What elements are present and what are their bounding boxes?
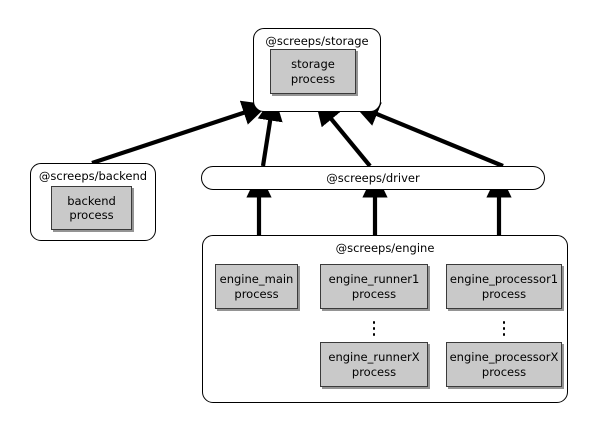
process-engine-runnerX-line1: engine_runnerX: [328, 350, 420, 364]
process-storage-line1: storage: [291, 57, 335, 71]
process-engine-main[interactable]: engine_main process: [215, 264, 298, 309]
process-engine-main-line2: process: [234, 286, 279, 301]
arrow-driver-right-to-storage: [352, 102, 504, 168]
processor-ellipsis-icon: [498, 318, 510, 336]
process-engine-processor1-line2: process: [481, 286, 527, 301]
process-backend[interactable]: backend process: [51, 186, 132, 230]
process-engine-processor1-line1: engine_processor1: [449, 272, 559, 286]
process-engine-runner1-line2: process: [351, 286, 397, 301]
package-storage-label: @screeps/storage: [265, 34, 369, 48]
process-engine-main-line1: engine_main: [219, 272, 294, 286]
package-driver-label: @screeps/driver: [326, 171, 420, 185]
package-engine[interactable]: @screeps/engine engine_main process engi…: [202, 235, 568, 403]
package-backend[interactable]: @screeps/backend backend process: [30, 163, 156, 241]
process-backend-line1: backend: [67, 193, 116, 208]
runner-ellipsis-icon: [368, 318, 380, 336]
arrow-backend-to-storage: [91, 100, 269, 165]
package-driver[interactable]: @screeps/driver: [201, 166, 545, 190]
process-engine-processorX-line2: process: [481, 364, 527, 379]
process-engine-runnerX-line2: process: [351, 364, 397, 379]
arrow-driver-center-to-storage: [314, 99, 372, 168]
process-backend-line2: process: [69, 208, 114, 222]
process-engine-processorX[interactable]: engine_processorX process: [446, 342, 562, 387]
process-storage-line2: process: [290, 71, 336, 86]
package-engine-label: @screeps/engine: [335, 241, 435, 255]
process-engine-processor1[interactable]: engine_processor1 process: [446, 264, 562, 309]
process-engine-processorX-line1: engine_processorX: [449, 350, 559, 364]
process-engine-runner1[interactable]: engine_runner1 process: [320, 264, 428, 309]
process-engine-runnerX[interactable]: engine_runnerX process: [320, 342, 428, 387]
process-storage[interactable]: storage process: [270, 49, 356, 94]
process-engine-runner1-line1: engine_runner1: [328, 272, 420, 286]
arrow-driver-left-to-storage: [257, 94, 283, 167]
package-storage[interactable]: @screeps/storage storage process: [253, 28, 381, 112]
package-backend-label: @screeps/backend: [38, 169, 148, 183]
